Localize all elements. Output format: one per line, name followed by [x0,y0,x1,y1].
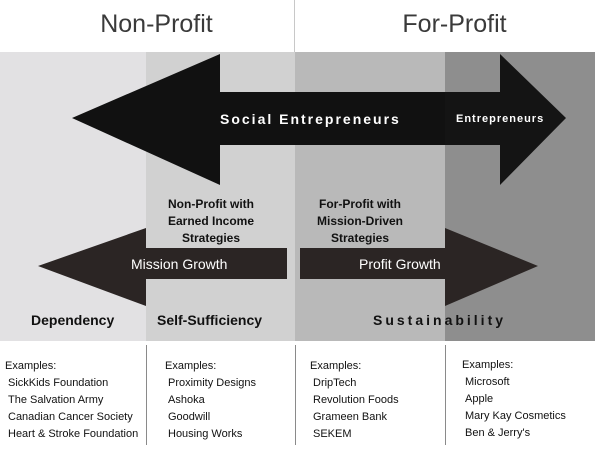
example-item: DripTech [313,377,357,389]
examples-forprofit: Examples: Microsoft Apple Mary Kay Cosme… [462,357,566,442]
examples-heading: Examples: [310,360,362,372]
social-entrepreneurs-label: Social Entrepreneurs [220,111,401,127]
example-item: SickKids Foundation [8,377,109,389]
example-item: Ashoka [168,394,205,406]
example-item: Canadian Cancer Society [8,411,133,423]
example-item: Ben & Jerry's [465,427,531,439]
header-non-profit: Non-Profit [100,10,213,38]
example-item: Housing Works [168,428,243,440]
header-divider [294,0,295,52]
nonprofit-earned-line-3: Strategies [181,231,241,245]
examples-heading: Examples: [462,359,514,371]
mission-growth-arrow [38,228,287,306]
forprofit-mission-driven-label: For-Profit with Mission-Driven Strategie… [295,196,425,247]
stage-sustainability: Sustainability [373,312,507,328]
example-item: The Salvation Army [8,394,104,406]
mission-growth-label: Mission Growth [131,256,228,272]
forprofit-mission-line-3: Strategies [330,231,390,245]
example-item: Apple [465,393,494,405]
example-item: Mary Kay Cosmetics [465,410,566,422]
examples-heading: Examples: [165,360,217,372]
examples-nonprofit-earned: Examples: Proximity Designs Ashoka Goodw… [165,358,256,443]
stage-dependency: Dependency [31,312,115,328]
entrepreneurs-label: Entrepreneurs [456,113,545,125]
examples-divider-1 [146,345,147,445]
examples-divider-2 [295,345,296,445]
nonprofit-earned-line-2: Earned Income [167,214,255,228]
forprofit-mission-line-1: For-Profit with [319,197,401,211]
example-item: Heart & Stroke Foundation [8,428,139,440]
forprofit-mission-line-2: Mission-Driven [316,214,403,228]
example-item: Proximity Designs [168,377,257,389]
social-entrepreneurs-arrow [72,54,445,185]
header-for-profit: For-Profit [402,10,507,38]
profit-growth-arrow [300,228,538,306]
examples-forprofit-mission: Examples: DripTech Revolution Foods Gram… [310,358,399,443]
example-item: Microsoft [465,376,510,388]
examples-divider-3 [445,345,446,445]
stage-self-sufficiency: Self-Sufficiency [157,312,263,328]
entrepreneurs-arrow [445,54,566,185]
example-item: Goodwill [168,411,211,423]
example-item: Grameen Bank [313,411,387,423]
nonprofit-earned-income-label: Non-Profit with Earned Income Strategies [146,196,276,247]
nonprofit-earned-line-1: Non-Profit with [168,197,254,211]
example-item: Revolution Foods [313,394,399,406]
examples-nonprofit: Examples: SickKids Foundation The Salvat… [5,358,138,443]
example-item: SEKEM [313,428,352,440]
profit-growth-label: Profit Growth [359,256,441,272]
examples-heading: Examples: [5,360,57,372]
